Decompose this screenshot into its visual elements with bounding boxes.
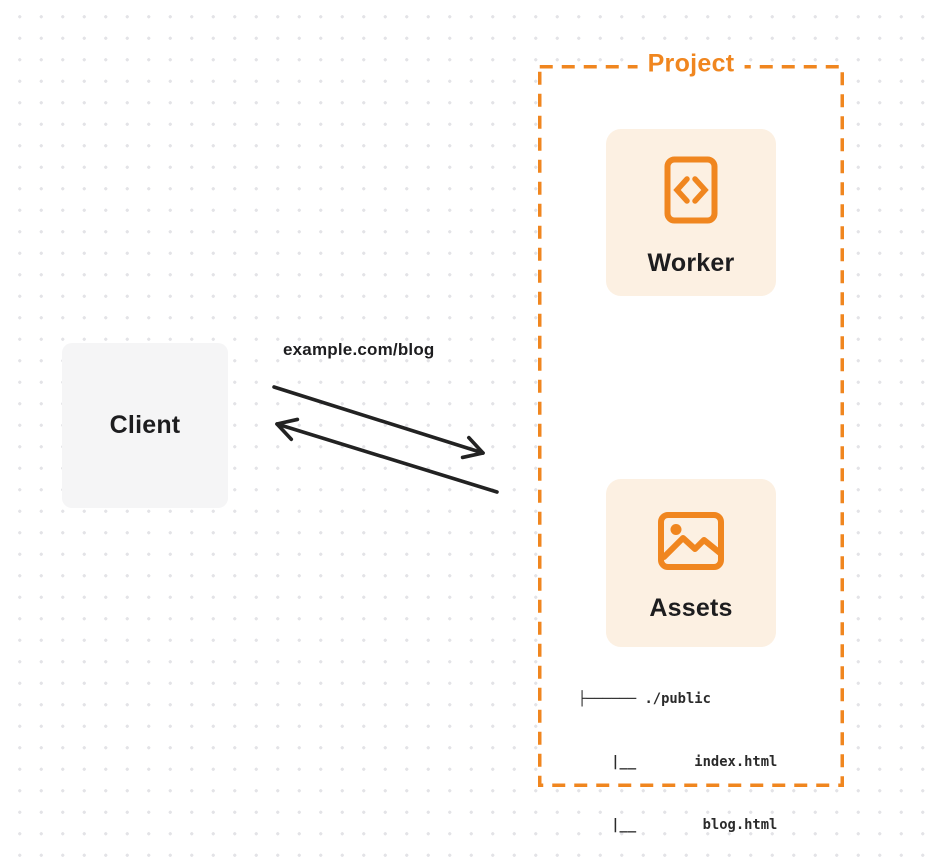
request-url-label: example.com/blog [283,340,435,359]
client-box: Client [62,343,228,508]
worker-label: Worker [647,249,735,277]
request-arrow [272,385,485,460]
response-arrow [275,417,499,494]
client-label: Client [109,411,181,439]
file-tree-line: |__ index.html [578,754,778,770]
file-tree-line: ├────── ./public [578,691,711,707]
project-boundary: Project Worker Assets [538,49,844,833]
assets-card: Assets [606,479,776,647]
project-label: Project [637,49,745,79]
dashed-border [538,65,844,787]
code-document-icon [664,156,718,224]
assets-label: Assets [649,594,733,622]
file-tree: ├────── ./public |__ index.html |__ blog… [578,647,777,860]
file-tree-line: |__ blog.html [578,817,778,833]
worker-card: Worker [606,129,776,296]
image-icon [658,512,724,570]
